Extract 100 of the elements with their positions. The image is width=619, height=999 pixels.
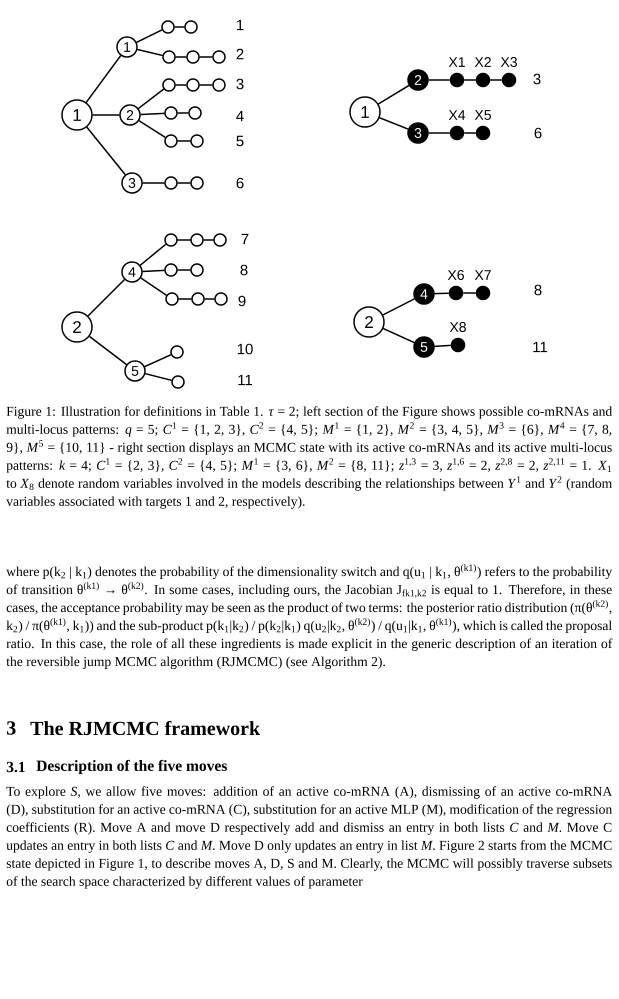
connector-line [382, 298, 415, 316]
connector-line [92, 114, 120, 116]
small-circle [191, 292, 205, 306]
connector-line [142, 270, 164, 272]
connector-line [178, 269, 190, 271]
small-circle [164, 233, 178, 247]
small-circle [186, 50, 200, 64]
connector-line [176, 84, 186, 86]
connector-line [174, 26, 184, 28]
filled-dot [476, 126, 490, 140]
connector-line [378, 84, 410, 104]
small-circle [188, 106, 202, 120]
filled-dot [476, 72, 490, 88]
variable-label: X4 [448, 110, 466, 120]
variable-label: X8 [450, 322, 466, 332]
small-circle [186, 78, 200, 92]
connector-line [176, 56, 186, 58]
target-number: 1 [236, 20, 244, 30]
target-number: 8 [240, 264, 248, 276]
connector-line [204, 298, 214, 300]
connector-line [178, 140, 190, 142]
target-number: 3 [533, 74, 541, 84]
filled-dot [450, 126, 464, 140]
target-number: 10 [238, 344, 253, 354]
section-number: 3 [6, 721, 16, 735]
body-paragraph: where p(k$_{2}$ | k$_{1}$) denotes the probability of the dimensionality switch and q(u$_{1}$ | k$_{1}$, θ$^{(k1)}$) refers to the probability of transition θ$^{(k1)}$ → θ$^{(k2)}$. In some cases, including ours, the Jacobian J$_{fk1,k2}$ is equal to 1. Therefore, in these cases, the acceptance probability may be seen as the product of two terms: the posterior ratio distribution (π(θ$^{(k2)}$, k$_{2}$) / π(θ$^{(k1)}$, k$_{1}$)) and the sub-product p(k$_{1}$|k$_{2}$) / p(k$_{2}$|k$_{1}$) q(u$_{2}$|k$_{2}$, θ$^{(k2)}$) / q(u$_{1}$|k$_{1}$, θ$^{(k1)}$), which is called the proposal ratio. In this case, the role of all these ingredients is made explicit in the generic description of an iteration of the reversible jump MCMC algorithm (RJMCMC) (see Algorithm 2). [6, 564, 612, 669]
connector-line [463, 292, 476, 294]
target-number: 8 [534, 284, 542, 296]
variable-label: X2 [474, 57, 491, 67]
caption-text: Figure 1: Illustration for definitions in Table 1. τ = 2; left section of the Figure shows possible co-mRNAs and multi-locus patterns: q = 5; C$^{1}$ = {1, 2, 3}, C$^{2}$ = {4, 5}; M$^{1}$ = {1, 2}, M$^{2}$ = {3, 4, 5}, M$^{3}$ = {6}, M$^{4}$ = {7, 8, 9}, M$^{5}$ = {10, 11} - right section displays an MCMC state with its active co-mRNAs and its active multi-locus patterns: k = 4; C$^{1}$ = {2, 3}, C$^{2}$ = {4, 5}; M$^{1}$ = {3, 6}, M$^{2}$ = {8, 11}; z$^{1,3}$ = 3, z$^{1,6}$ = 2, z$^{2,8}$ = 2, z$^{2,11}$ = 1. X$_{1}$ to X$_{8}$ denote random variables involved in the models describing the relationships between Y$^{1}$ and Y$^{2}$ (random variables associated with targets 1 and 2, respectively). [6, 406, 612, 509]
small-circle [164, 134, 178, 148]
small-circle [213, 233, 227, 247]
connector-line [428, 79, 450, 81]
filled-dot [502, 72, 516, 88]
target-number: 5 [236, 136, 244, 146]
connector-line [178, 112, 188, 114]
connector-line [140, 244, 166, 266]
small-circle [190, 176, 204, 190]
filled-dot [450, 338, 466, 352]
connector-line [383, 328, 415, 344]
variable-label: X6 [448, 270, 464, 280]
variable-label: X5 [474, 110, 491, 120]
variable-label: X3 [500, 57, 517, 67]
connector-line [434, 344, 451, 348]
connector-line [142, 182, 164, 184]
small-circle [164, 263, 178, 277]
small-circle [165, 292, 179, 306]
connector-line [200, 56, 212, 58]
connector-line [140, 277, 167, 296]
section-heading: Description of the five moves [36, 760, 227, 774]
small-circle [161, 20, 175, 34]
section-number: 3.1 [6, 762, 25, 772]
target-number: 7 [242, 234, 248, 244]
small-circle [184, 20, 198, 34]
connector-line [200, 84, 212, 86]
connector-line [145, 372, 172, 382]
connector-line [86, 55, 122, 103]
connector-line [86, 126, 126, 176]
connector-line [178, 239, 190, 241]
small-circle [212, 50, 226, 64]
small-circle [190, 233, 204, 247]
connector-line [138, 88, 164, 110]
connector-line [138, 120, 166, 138]
target-number: 4 [236, 110, 244, 122]
small-circle [164, 106, 178, 120]
connector-line [434, 292, 449, 294]
connector-line [178, 298, 192, 300]
small-circle [162, 78, 176, 92]
target-number: 6 [534, 128, 542, 138]
connector-line [88, 279, 125, 316]
filled-dot [476, 286, 490, 300]
target-number: 9 [238, 296, 246, 306]
connector-line [136, 29, 162, 43]
section-heading: The RJMCMC framework [30, 720, 260, 736]
connector-line [204, 239, 214, 241]
connector-line [464, 132, 476, 134]
body-paragraph: To explore S, we allow five moves: addition of an active co-mRNA (A), dismissing of an active co-mRNA (D), substitution for an active co-mRNA (C), substitution for an active MLP (M), modification of the regression coefficients (R). Move A and move D respectively add and dismiss an entry in both lists C and M. Move C updates an entry in both lists C and M. Move D only updates an entry in list M. Figure 2 starts from the MCMC state depicted in Figure 1, to describe moves A, D, S and M. Clearly, the MCMC will possibly traverse subsets of the search space characterized by different values of parameter [6, 786, 612, 889]
connector-line [144, 354, 172, 368]
small-circle [212, 78, 226, 92]
target-number: 2 [236, 48, 244, 60]
connector-line [140, 112, 164, 116]
variable-label: X7 [474, 270, 491, 280]
connector-line [490, 79, 502, 81]
connector-line [428, 132, 450, 134]
variable-label: X1 [448, 57, 465, 67]
small-circle [162, 50, 176, 64]
connector-line [89, 336, 127, 366]
small-circle [171, 375, 185, 389]
target-number: 11 [533, 342, 548, 352]
connector-line [379, 117, 408, 130]
small-circle [190, 134, 204, 148]
connector-line [178, 182, 190, 184]
small-circle [164, 176, 178, 190]
target-number: 11 [238, 374, 252, 386]
target-number: 3 [236, 78, 244, 90]
small-circle [190, 263, 204, 277]
filled-dot [450, 72, 464, 88]
connector-line [137, 48, 163, 56]
target-number: 6 [236, 178, 244, 188]
small-circle [170, 345, 184, 359]
